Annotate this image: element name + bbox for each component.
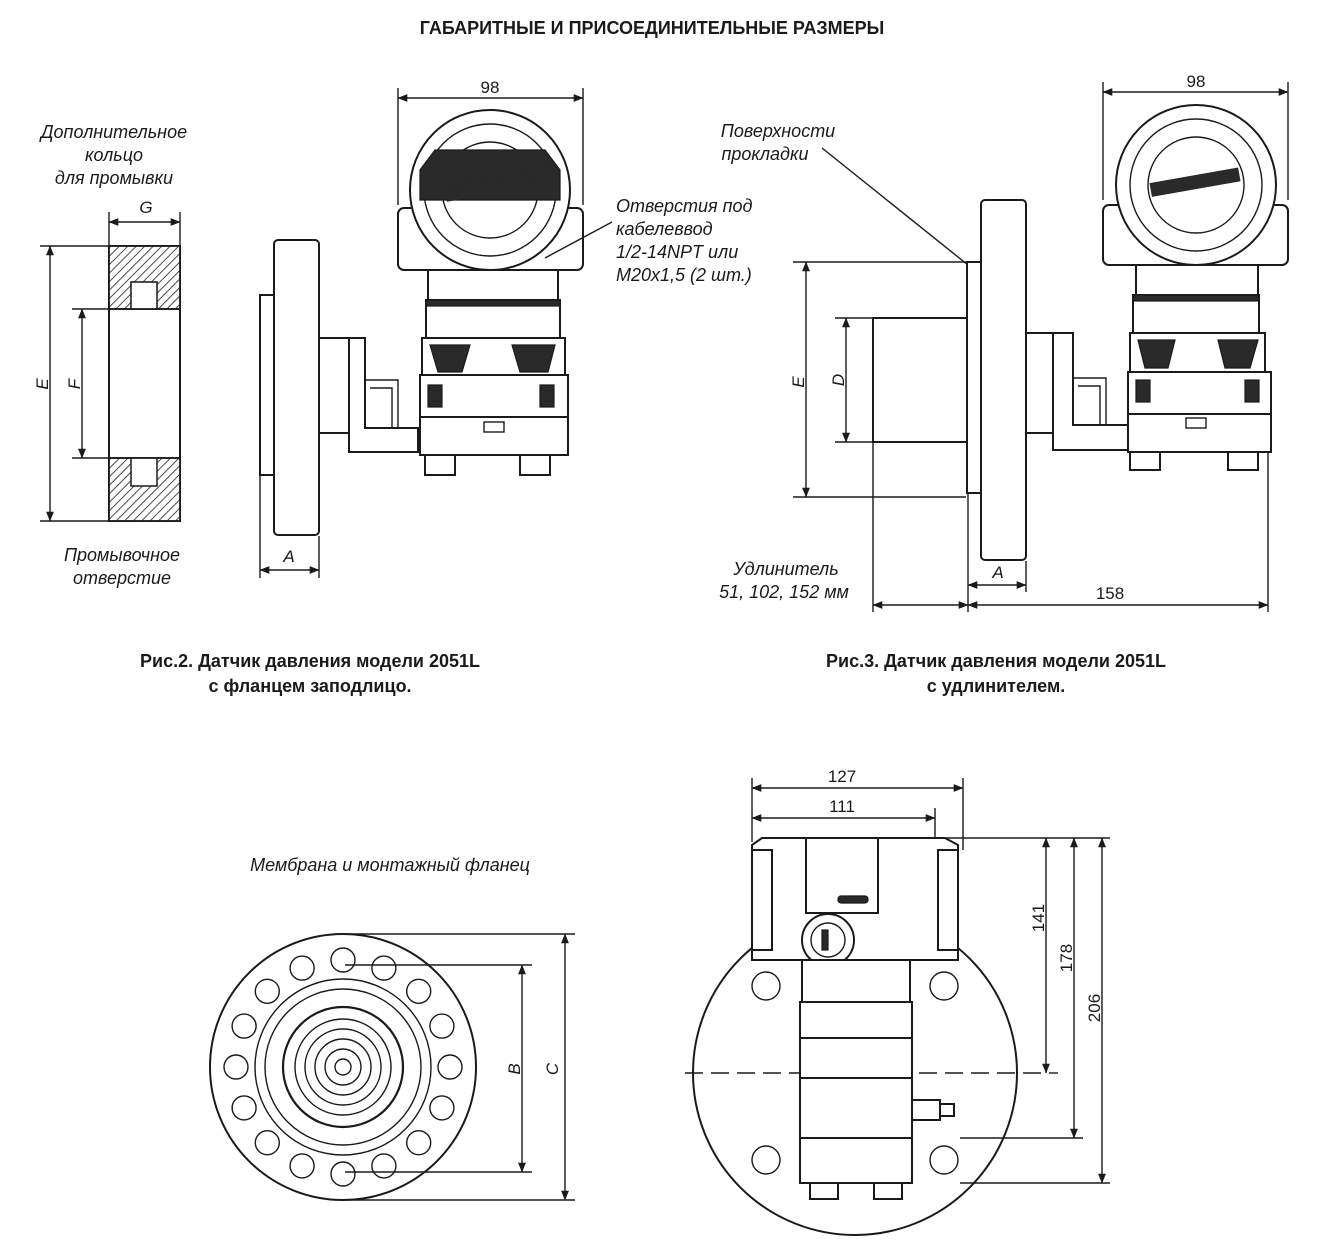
dim-e: E xyxy=(789,376,808,388)
ring-label: кольцо xyxy=(85,145,143,165)
bolt-hole xyxy=(330,1161,356,1187)
transmitter-flush-flange: 98 A Отверстия под кабелеввод 1/2-14NPT … xyxy=(140,78,753,696)
bolt-hole xyxy=(231,1095,257,1121)
bolt-hole xyxy=(429,1095,455,1121)
figure-caption: Рис.3. Датчик давления модели 2051L xyxy=(826,651,1166,671)
dim-158: 158 xyxy=(1096,584,1124,603)
bolt-hole xyxy=(254,1129,280,1156)
figure-caption: с фланцем заподлицо. xyxy=(208,676,411,696)
bolt-hole xyxy=(429,1013,455,1039)
dim-g: G xyxy=(139,198,152,217)
dim-f: F xyxy=(65,377,84,389)
dim-b: B xyxy=(505,1063,524,1074)
gasket-label: прокладки xyxy=(721,144,808,164)
extension-label: 51, 102, 152 мм xyxy=(719,582,849,602)
gasket-label: Поверхности xyxy=(721,121,835,141)
ring-label: Дополнительное xyxy=(39,122,187,142)
dim-a: A xyxy=(282,547,294,566)
ring-label: для промывки xyxy=(55,168,173,188)
dim-141: 141 xyxy=(1029,904,1048,932)
flushing-ring-view: Дополнительное кольцо для промывки G E F… xyxy=(33,122,187,588)
figure-caption: Рис.2. Датчик давления модели 2051L xyxy=(140,651,480,671)
flush-hole-label: Промывочное xyxy=(64,545,180,565)
dim-111: 111 xyxy=(829,797,855,816)
front-view: 127 111 141 178 206 xyxy=(685,767,1110,1236)
bolt-hole xyxy=(371,955,397,981)
dim-d: D xyxy=(829,374,848,386)
dim-98: 98 xyxy=(1187,72,1206,91)
dim-c: C xyxy=(543,1062,562,1075)
bolt-hole xyxy=(437,1054,463,1080)
cable-entry-label: кабелеввод xyxy=(616,219,713,239)
cable-entry-label: M20x1,5 (2 шт.) xyxy=(616,265,752,285)
cable-entry-label: Отверстия под xyxy=(616,196,753,216)
transmitter-extended-flange: Поверхности прокладки 98 xyxy=(719,72,1289,696)
bolt-hole xyxy=(254,978,280,1004)
bolt-hole xyxy=(231,1013,257,1039)
flush-hole-label: отверстие xyxy=(73,568,171,588)
page-title: ГАБАРИТНЫЕ И ПРИСОЕДИНИТЕЛЬНЫЕ РАЗМЕРЫ xyxy=(420,18,884,38)
extension-label: Удлинитель xyxy=(732,559,838,579)
figure-caption: с удлинителем. xyxy=(927,676,1066,696)
diaphragm-label: Мембрана и монтажный фланец xyxy=(250,855,530,875)
dim-206: 206 xyxy=(1085,994,1104,1022)
dim-a: A xyxy=(991,563,1003,582)
dim-178: 178 xyxy=(1057,944,1076,972)
bolt-hole xyxy=(289,1153,315,1179)
bolt-hole xyxy=(289,955,315,981)
dim-e: E xyxy=(33,378,52,390)
bolt-hole xyxy=(406,1129,432,1156)
dim-98: 98 xyxy=(481,78,500,97)
bolt-hole xyxy=(406,978,432,1004)
diaphragm-flange-view: Мембрана и монтажный фланец B C xyxy=(209,855,575,1201)
bolt-hole xyxy=(330,947,356,973)
bolt-hole xyxy=(371,1153,397,1179)
cable-entry-label: 1/2-14NPT или xyxy=(616,242,738,262)
dim-127: 127 xyxy=(828,767,856,786)
bolt-hole xyxy=(223,1054,249,1080)
